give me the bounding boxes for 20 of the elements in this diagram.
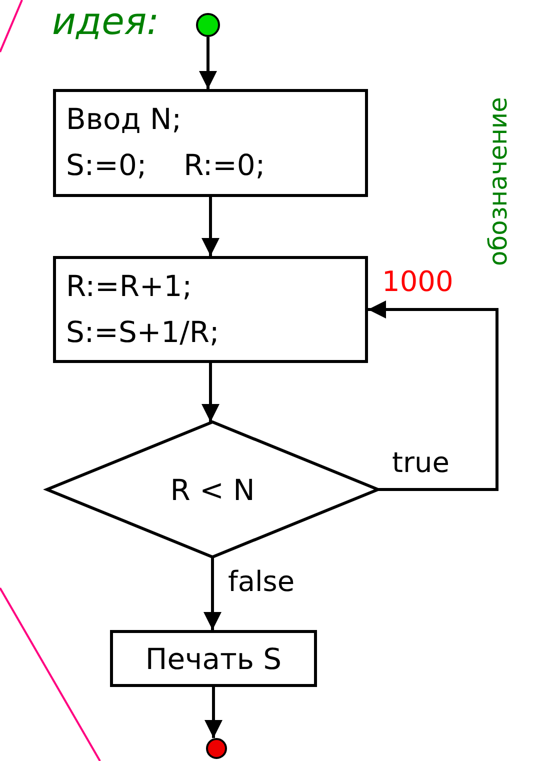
heading-label: идея: <box>52 0 160 43</box>
node-text: Ввод N; <box>66 101 182 138</box>
process-box <box>53 89 368 197</box>
start-circle <box>196 13 220 37</box>
vertical-note: обозначение <box>484 96 512 268</box>
node-text: R:=R+1; <box>66 268 193 305</box>
arrow <box>368 300 498 491</box>
count-label: 1000 <box>382 265 454 298</box>
arrow <box>202 363 220 422</box>
process-box <box>53 256 368 363</box>
node-text: Печать S <box>145 640 282 678</box>
arrow <box>204 687 222 738</box>
arrow <box>199 37 217 89</box>
output-box <box>110 630 317 687</box>
arrow <box>204 557 222 630</box>
end-circle <box>206 738 227 759</box>
node-text: S:=S+1/R; <box>66 314 220 351</box>
arrow <box>202 197 220 256</box>
node-text: S:=0; R:=0; <box>66 147 266 184</box>
node-text: R < N <box>170 472 255 508</box>
